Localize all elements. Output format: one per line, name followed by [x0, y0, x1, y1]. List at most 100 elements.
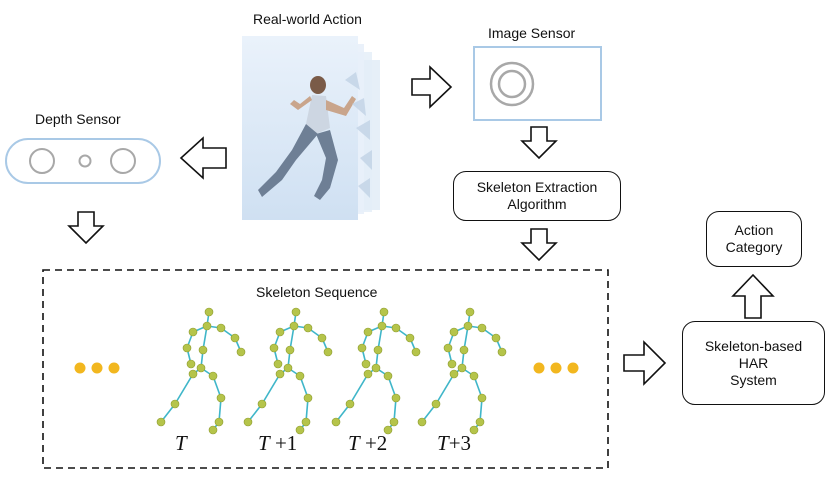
real-world-action-label: Real-world Action: [253, 11, 362, 27]
skeleton-joint: [449, 327, 459, 337]
image-sensor-label: Image Sensor: [488, 25, 576, 41]
skeleton-joint: [269, 343, 279, 353]
skeleton-joint: [275, 369, 285, 379]
skeleton-joint: [295, 371, 305, 381]
arrow-sequence-to-har: [623, 340, 667, 386]
skeleton-joint: [363, 327, 373, 337]
skeleton-frame-1: [156, 307, 246, 435]
skeleton-joint: [257, 399, 267, 409]
skeleton-joint: [289, 321, 299, 331]
skeleton-joint: [208, 371, 218, 381]
skeleton-joint: [156, 417, 166, 427]
skeleton-extraction-line2: Algorithm: [507, 196, 567, 212]
skeleton-joint: [208, 425, 218, 435]
skeleton-joint: [459, 345, 469, 355]
skeleton-joint: [243, 417, 253, 427]
ellipsis-right: [533, 362, 579, 374]
skeleton-frame-4: [417, 307, 507, 435]
skeleton-joint: [291, 307, 301, 317]
time-label-t-plus-3: T+3: [437, 431, 472, 455]
skeleton-joint: [469, 425, 479, 435]
skeleton-joint: [214, 417, 224, 427]
skeleton-bone: [261, 373, 281, 405]
skeleton-joint: [357, 343, 367, 353]
skeleton-joint: [331, 417, 341, 427]
camera-lens-inner-icon: [497, 69, 527, 99]
action-category-line1: Action: [734, 222, 774, 238]
skeleton-joint: [216, 393, 226, 403]
time-label-t-plus-1: T +1: [258, 431, 298, 455]
skeleton-bone: [435, 373, 455, 405]
skeleton-joint: [295, 425, 305, 435]
skeleton-frame-2: [243, 307, 333, 435]
skeleton-joint: [411, 347, 421, 357]
skeleton-joint: [391, 323, 401, 333]
skeleton-joint: [431, 399, 441, 409]
skeleton-joint: [204, 307, 214, 317]
skeleton-joint: [323, 347, 333, 357]
skeleton-joint: [417, 417, 427, 427]
skeleton-joint: [198, 345, 208, 355]
skeleton-joint: [465, 307, 475, 317]
skeleton-frame-3: [331, 307, 421, 435]
skeleton-joint: [188, 369, 198, 379]
image-sensor-device: [473, 46, 602, 121]
skeleton-joint: [477, 393, 487, 403]
skeleton-joint: [317, 333, 327, 343]
skeleton-joint: [216, 323, 226, 333]
skeleton-bone: [174, 373, 194, 405]
har-system-line3: System: [730, 371, 777, 388]
depth-lens-right-icon: [110, 148, 136, 174]
skeleton-joint: [363, 369, 373, 379]
skeleton-joint: [182, 343, 192, 353]
skeleton-joint: [457, 363, 467, 373]
skeleton-joint: [383, 425, 393, 435]
skeleton-joint: [373, 345, 383, 355]
time-label-t-plus-2: T +2: [348, 431, 388, 455]
arrow-to-image-sensor: [411, 65, 453, 109]
skeleton-joint: [449, 369, 459, 379]
depth-sensor-device: [5, 138, 161, 184]
arrow-har-to-category: [731, 273, 775, 319]
skeleton-joint: [475, 417, 485, 427]
time-label-t: T: [175, 431, 187, 455]
depth-lens-left-icon: [29, 148, 55, 174]
har-system-line1: Skeleton-based: [704, 337, 803, 354]
skeleton-joint: [202, 321, 212, 331]
arrow-to-depth-sensor: [179, 136, 227, 180]
depth-sensor-label: Depth Sensor: [35, 111, 121, 127]
runner-icon: [258, 76, 356, 200]
skeleton-joint: [273, 359, 283, 369]
skeleton-joint: [389, 417, 399, 427]
skeleton-joint: [477, 323, 487, 333]
skeleton-joint: [405, 333, 415, 343]
skeleton-joint: [469, 371, 479, 381]
skeleton-joint: [275, 327, 285, 337]
skeleton-joint: [463, 321, 473, 331]
har-system-line2: HAR: [738, 354, 769, 371]
skeleton-joint: [383, 371, 393, 381]
arrow-extraction-to-sequence: [521, 228, 557, 261]
skeleton-joint: [377, 321, 387, 331]
skeleton-joint: [230, 333, 240, 343]
skeleton-extraction-line1: Skeleton Extraction: [476, 179, 598, 195]
skeleton-joint: [188, 327, 198, 337]
skeleton-joint: [371, 363, 381, 373]
skeleton-joint: [186, 359, 196, 369]
camera-lens-outer-icon: [489, 61, 535, 107]
skeleton-joint: [443, 343, 453, 353]
skeleton-joint: [285, 345, 295, 355]
skeleton-joint: [447, 359, 457, 369]
skeleton-joint: [361, 359, 371, 369]
skeleton-joint: [491, 333, 501, 343]
depth-emitter-icon: [78, 154, 92, 168]
skeleton-joint: [196, 363, 206, 373]
skeleton-joint: [303, 323, 313, 333]
skeleton-sequence-label: Skeleton Sequence: [256, 284, 378, 300]
skeleton-bone: [349, 373, 369, 405]
skeleton-sequence-frame: [42, 269, 609, 469]
